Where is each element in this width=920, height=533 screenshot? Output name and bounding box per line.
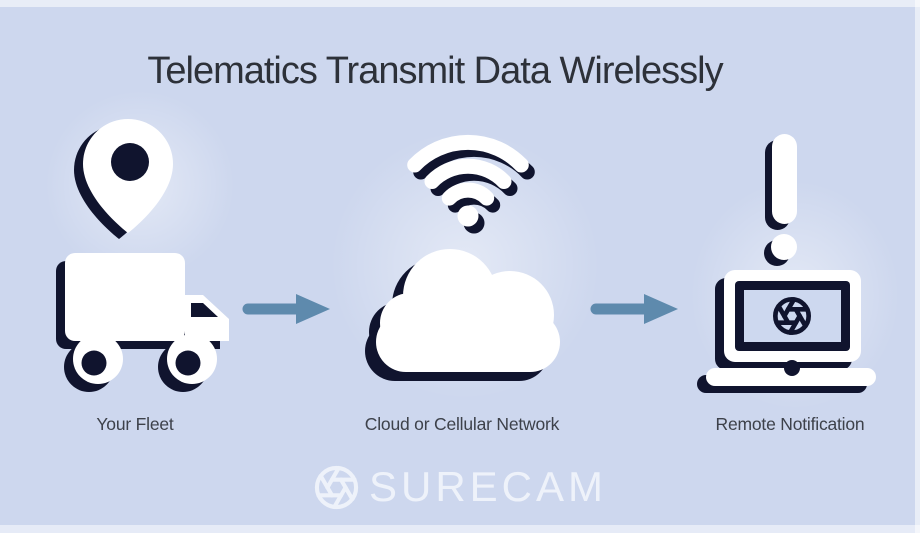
flow-arrow-1 xyxy=(242,294,330,324)
top-edge-highlight xyxy=(0,0,920,7)
laptop-camera-icon xyxy=(706,270,876,386)
wifi-cloud-icon xyxy=(365,134,560,381)
fleet-label: Your Fleet xyxy=(96,414,174,434)
delivery-truck-icon xyxy=(65,253,229,384)
fleet-truck-location-icon xyxy=(56,119,229,392)
exclamation-alert-icon xyxy=(771,134,797,260)
brand-name: SURECAM xyxy=(368,463,608,510)
wifi-signal-icon xyxy=(407,134,529,227)
camera-aperture-icon xyxy=(773,297,812,336)
flow-arrow-2 xyxy=(590,294,678,324)
diagram-title: Telematics Transmit Data Wirelessly xyxy=(147,50,723,92)
notification-label: Remote Notification xyxy=(715,414,865,434)
bottom-edge-highlight xyxy=(0,525,920,533)
brand-logo: SURECAM xyxy=(0,459,920,515)
aperture-icon xyxy=(314,465,359,509)
location-pin-icon xyxy=(83,119,173,233)
cloud-label: Cloud or Cellular Network xyxy=(364,414,560,434)
cloud-icon xyxy=(376,249,560,372)
alert-laptop-icon xyxy=(697,134,876,393)
right-edge-highlight xyxy=(915,0,920,533)
